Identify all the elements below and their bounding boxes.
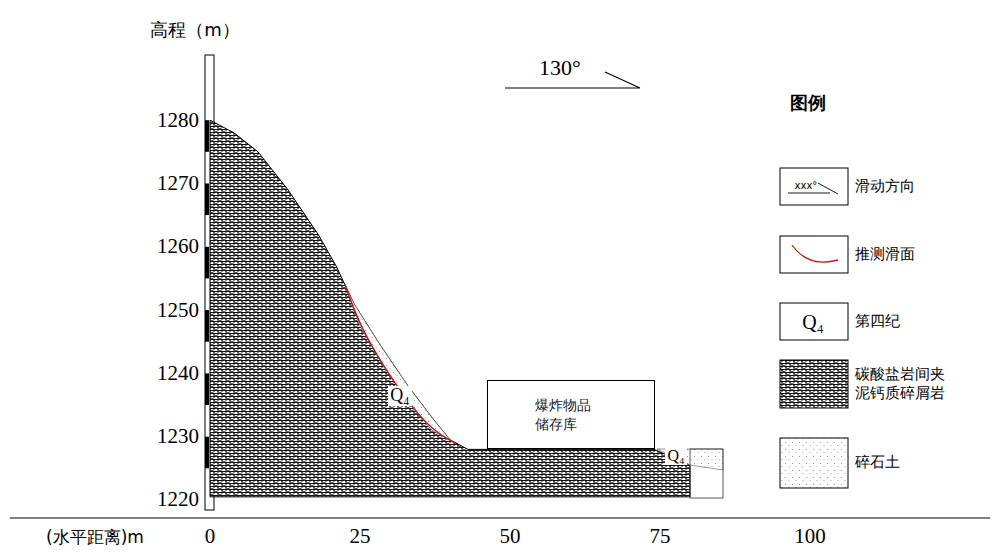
tick-label: 0 [205, 525, 216, 548]
legend-text: 推测滑面 [855, 245, 915, 265]
scale-segment [205, 373, 209, 405]
legend-sample [780, 303, 848, 340]
unit-label: Q₄ [665, 447, 686, 465]
tick-label: 1250 [157, 299, 199, 322]
tick-label: 50 [500, 525, 521, 548]
scale-segment [205, 120, 209, 152]
legend-slip [792, 245, 838, 262]
legend-text: 碎石土 [855, 453, 900, 473]
legend-sample-text: xxx° [795, 180, 818, 191]
legend-text: 滑动方向 [855, 177, 915, 197]
scale-segment [205, 468, 209, 469]
axis-title: (水平距离)m [46, 528, 144, 547]
scale-segment [205, 247, 209, 279]
outline [690, 449, 723, 498]
scale-segment [205, 310, 209, 342]
tick-label: 25 [350, 525, 371, 548]
legend-sample [780, 236, 848, 273]
direction-label: 130° [539, 56, 581, 80]
legend-sample [780, 438, 848, 488]
slip-surface [345, 285, 456, 444]
legend-text: 第四纪 [855, 312, 900, 332]
scale-segment [205, 278, 209, 279]
scale-segment [205, 341, 209, 342]
q4-deposit [345, 285, 456, 444]
tick-label: 1280 [157, 109, 199, 132]
tick-label: 1240 [157, 362, 199, 385]
tick-label: 75 [650, 525, 671, 548]
rock-mass [210, 120, 690, 497]
scale-segment [205, 215, 209, 216]
legend-sample [780, 360, 848, 408]
tick-label: 1220 [157, 488, 199, 511]
storage-box: 爆炸物品 储存库 [487, 380, 655, 449]
scale-segment [205, 184, 209, 216]
axis-line [10, 517, 990, 518]
tick-label: 100 [794, 525, 826, 548]
legend-text: 碳酸盐岩间夹 泥钙质碎屑岩 [855, 365, 955, 404]
scale-segment [205, 151, 209, 152]
tick-label: 1230 [157, 425, 199, 448]
scale-segment [205, 405, 209, 406]
legend-sample [780, 168, 848, 205]
scale-segment [205, 437, 209, 469]
legend-sample-text: Q₄ [802, 311, 823, 333]
legend-title: 图例 [790, 93, 826, 113]
box-text: 爆炸物品 储存库 [535, 396, 607, 432]
tick-label: 1260 [157, 235, 199, 258]
tick-label: 1270 [157, 172, 199, 195]
unit-label: Q₄ [388, 386, 411, 406]
axis-title: 高程（m） [150, 20, 240, 40]
